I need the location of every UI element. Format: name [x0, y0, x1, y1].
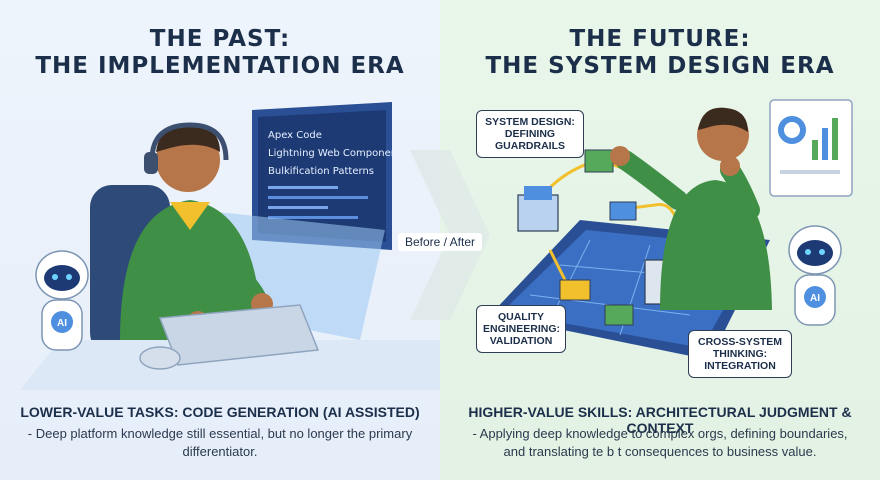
monitor-line-lwc: Lightning Web Components — [268, 148, 406, 159]
future-caption-heading: HIGHER-VALUE SKILLS: ARCHITECTURAL JUDGM… — [468, 404, 852, 436]
future-panel: THE FUTURE: THE SYSTEM DESIGN ERA — [440, 0, 880, 480]
desk-illustration — [20, 340, 440, 390]
past-caption-heading: LOWER-VALUE TASKS: CODE GENERATION (AI A… — [20, 404, 420, 420]
mouse-illustration — [139, 346, 181, 370]
ai-robot-left: AI — [35, 250, 89, 351]
system-block-cube — [517, 186, 559, 232]
robot-right-label: AI — [810, 293, 820, 304]
connection-lines — [533, 158, 682, 291]
robot-left-label: AI — [57, 318, 67, 329]
callout-quality-engineering: QUALITY ENGINEERING: VALIDATION — [476, 305, 566, 353]
future-title: THE FUTURE: THE SYSTEM DESIGN ERA — [440, 26, 880, 80]
past-illustration: Apex Code Lightning Web Components Bulki… — [20, 102, 440, 390]
past-caption-body: - Deep platform knowledge still essentia… — [27, 426, 413, 459]
past-title-line1: THE PAST: — [149, 26, 291, 52]
green-node-top — [584, 149, 614, 173]
green-node-bottom — [604, 304, 634, 326]
future-title-line2: THE SYSTEM DESIGN ERA — [485, 53, 835, 79]
floating-dashboard — [769, 99, 853, 197]
future-illustration: AI — [490, 99, 853, 360]
future-title-line1: THE FUTURE: — [569, 26, 751, 52]
future-caption-body: - Applying deep knowledge to complex org… — [472, 426, 848, 459]
monitor-illustration: Apex Code Lightning Web Components Bulki… — [252, 102, 406, 250]
monitor-line-bulk: Bulkification Patterns — [268, 166, 374, 177]
past-title-line2: THE IMPLEMENTATION ERA — [35, 53, 405, 79]
before-after-label: Before / After — [398, 233, 482, 251]
callout-cross-system: CROSS-SYSTEM THINKING: INTEGRATION — [688, 330, 792, 378]
callout-system-design: SYSTEM DESIGN: DEFINING GUARDRAILS — [476, 110, 584, 158]
past-panel: THE PAST: THE IMPLEMENTATION ERA Apex Co… — [0, 0, 440, 480]
ai-robot-right: AI — [788, 225, 842, 326]
architect-figure — [610, 107, 772, 310]
yellow-node — [559, 279, 591, 301]
past-title: THE PAST: THE IMPLEMENTATION ERA — [0, 26, 440, 80]
monitor-line-apex: Apex Code — [268, 130, 322, 141]
blue-node — [609, 201, 637, 221]
